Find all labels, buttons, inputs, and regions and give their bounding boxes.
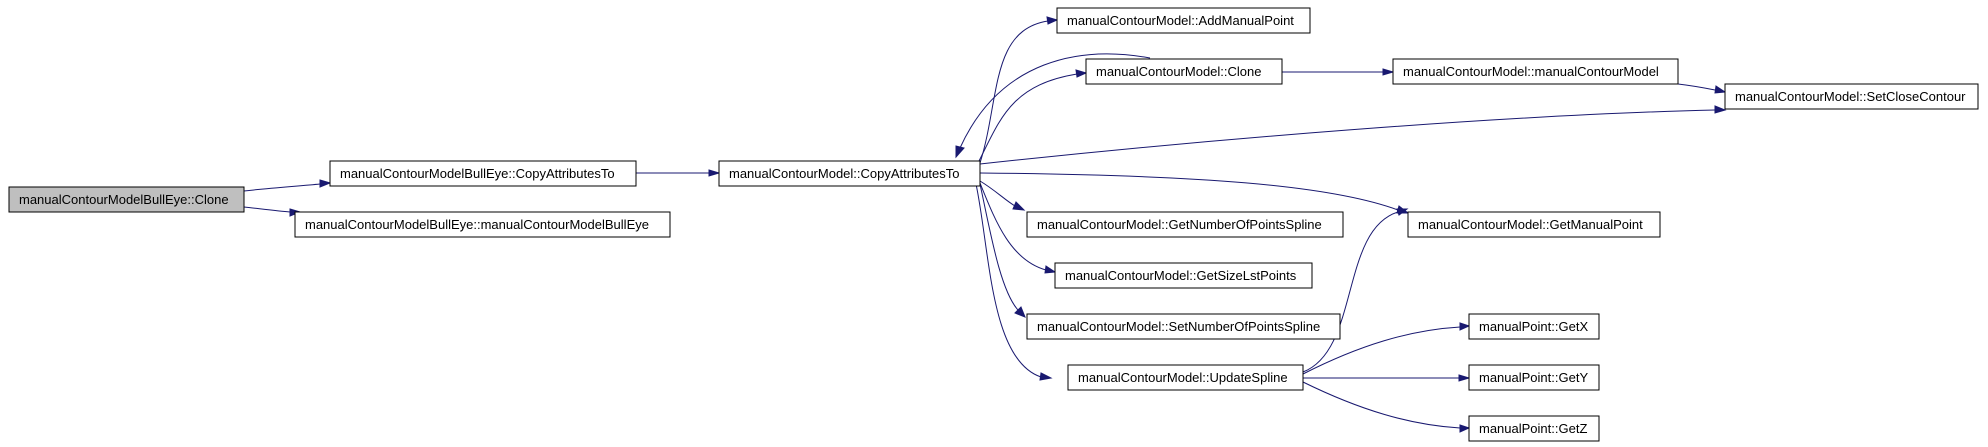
edge-copy-to-get-num	[979, 180, 1026, 211]
node-label: manualPoint::GetX	[1479, 319, 1588, 334]
edge-update-to-get-x	[1302, 322, 1471, 375]
node-label: manualContourModel::GetNumberOfPointsSpl…	[1037, 217, 1322, 232]
node-get-x[interactable]: manualPoint::GetX	[1468, 313, 1600, 340]
node-add-manual-point[interactable]: manualContourModel::AddManualPoint	[1056, 7, 1311, 34]
node-label: manualContourModel::Clone	[1096, 64, 1261, 79]
node-copy-attributes[interactable]: manualContourModel::CopyAttributesTo	[718, 160, 981, 187]
node-label: manualContourModel::GetSizeLstPoints	[1065, 268, 1297, 283]
node-manual-contour-model-ctor[interactable]: manualContourModel::manualContourModel	[1392, 58, 1679, 85]
node-label: manualContourModel::AddManualPoint	[1067, 13, 1294, 28]
edge-ctor-to-set-close	[1677, 83, 1727, 94]
node-bulleye-constructor[interactable]: manualContourModelBullEye::manualContour…	[294, 211, 671, 238]
node-bulleye-copy-attributes[interactable]: manualContourModelBullEye::CopyAttribute…	[329, 160, 637, 187]
node-get-z[interactable]: manualPoint::GetZ	[1468, 415, 1600, 442]
edge-root-to-bull-copy	[243, 179, 332, 192]
node-get-y[interactable]: manualPoint::GetY	[1468, 364, 1600, 391]
node-get-number-of-points-spline[interactable]: manualContourModel::GetNumberOfPointsSpl…	[1026, 211, 1344, 238]
node-set-number-of-points-spline[interactable]: manualContourModel::SetNumberOfPointsSpl…	[1026, 313, 1341, 340]
edge-update-to-get-z	[1302, 381, 1471, 433]
node-label: manualContourModelBullEye::manualContour…	[305, 217, 649, 232]
node-label: manualPoint::GetY	[1479, 370, 1588, 385]
node-label: manualContourModel::GetManualPoint	[1418, 217, 1643, 232]
nodes: manualContourModelBullEye::Clone manualC…	[8, 7, 1979, 442]
node-label: manualContourModel::SetCloseContour	[1735, 89, 1966, 104]
edge-copy-to-get-size	[979, 182, 1057, 274]
edge-clone-to-copy	[955, 53, 1151, 159]
edge-copy-to-get-manual	[979, 172, 1410, 214]
edge-clone-to-ctor	[1282, 68, 1395, 76]
node-clone[interactable]: manualContourModel::Clone	[1085, 58, 1283, 85]
edge-update-to-get-manual	[1302, 208, 1409, 373]
edge-copy-to-set-num	[979, 183, 1026, 318]
node-label: manualContourModelBullEye::Clone	[19, 192, 229, 207]
node-get-manual-point[interactable]: manualContourModel::GetManualPoint	[1407, 211, 1661, 238]
edge-bull-copy-to-copy	[636, 169, 721, 177]
edge-update-to-get-y	[1303, 374, 1471, 382]
node-label: manualContourModel::CopyAttributesTo	[729, 166, 960, 181]
edge-copy-to-set-close	[979, 105, 1727, 165]
node-label: manualContourModelBullEye::CopyAttribute…	[340, 166, 615, 181]
node-label: manualPoint::GetZ	[1479, 421, 1587, 436]
edges	[243, 16, 1727, 433]
edge-root-to-bull-ctor	[243, 206, 302, 217]
edge-copy-to-clone	[977, 69, 1088, 164]
node-bulleye-clone[interactable]: manualContourModelBullEye::Clone	[8, 186, 245, 213]
node-label: manualContourModel::manualContourModel	[1403, 64, 1659, 79]
node-update-spline[interactable]: manualContourModel::UpdateSpline	[1067, 364, 1304, 391]
node-label: manualContourModel::UpdateSpline	[1078, 370, 1288, 385]
node-set-close-contour[interactable]: manualContourModel::SetCloseContour	[1724, 83, 1979, 110]
edge-copy-to-add-point	[979, 16, 1059, 164]
node-get-size-lst-points[interactable]: manualContourModel::GetSizeLstPoints	[1054, 262, 1313, 289]
node-label: manualContourModel::SetNumberOfPointsSpl…	[1037, 319, 1320, 334]
edge-copy-to-update	[975, 183, 1053, 381]
